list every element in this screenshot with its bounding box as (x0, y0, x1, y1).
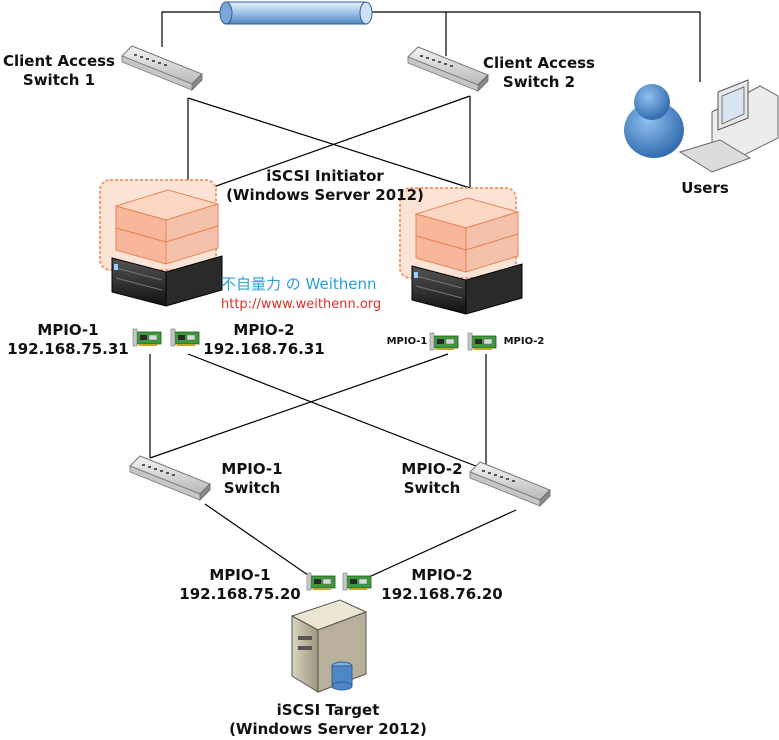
mpio2-switch-line1: MPIO-2 (401, 460, 463, 478)
mpio1-switch-line2: Switch (223, 479, 281, 497)
initiator-line2: (Windows Server 2012) (226, 186, 424, 204)
watermark-url: http://www.weithenn.org (221, 297, 382, 312)
client-switch-1-line2: Switch 1 (22, 71, 96, 89)
client-switch-2-line2: Switch 2 (502, 73, 576, 91)
iscsi-target-server (290, 599, 368, 693)
target-mpio-2-label: MPIO-2 192.168.76.20 (372, 566, 512, 604)
users-icon (624, 79, 779, 173)
initiator-2-nic-mpio-1 (429, 332, 459, 351)
mpio-2-switch (469, 461, 551, 507)
target-nic1-ip: 192.168.75.20 (179, 585, 301, 603)
initiator-server-2 (399, 187, 523, 315)
client-access-switch-1-label: Client Access Switch 1 (0, 52, 118, 90)
iscsi-initiator-label: iSCSI Initiator (Windows Server 2012) (210, 167, 440, 205)
client-access-switch-2 (407, 46, 489, 92)
network-backbone (219, 1, 373, 25)
init1-nic2-ip: 192.168.76.31 (203, 340, 325, 358)
target-nic1-name: MPIO-1 (209, 566, 271, 584)
initiator-2-mpio-1-label: MPIO-1 (386, 336, 428, 347)
mpio-2-switch-label: MPIO-2 Switch (392, 460, 472, 498)
initiator-1-mpio-2-label: MPIO-2 192.168.76.31 (196, 321, 332, 359)
client-switch-2-line1: Client Access (483, 54, 595, 72)
init1-nic2-name: MPIO-2 (233, 321, 295, 339)
target-line1: iSCSI Target (276, 701, 380, 719)
connection-lines (149, 11, 701, 583)
target-nic-mpio-1 (306, 572, 336, 591)
target-nic-mpio-2 (342, 572, 372, 591)
client-switch-1-line1: Client Access (3, 52, 115, 70)
users-label: Users (681, 179, 729, 197)
watermark-title: 不自量力 の Weithenn (221, 275, 377, 293)
target-mpio-1-label: MPIO-1 192.168.75.20 (170, 566, 310, 604)
mpio2-switch-line2: Switch (403, 479, 461, 497)
initiator-1-mpio-1-label: MPIO-1 192.168.75.31 (0, 321, 136, 359)
target-nic2-name: MPIO-2 (411, 566, 473, 584)
initiator-2-nic-mpio-2 (467, 332, 497, 351)
iscsi-target-label: iSCSI Target (Windows Server 2012) (210, 701, 446, 739)
client-access-switch-1 (121, 45, 203, 91)
mpio-1-switch-label: MPIO-1 Switch (212, 460, 292, 498)
initiator-server-1 (99, 179, 223, 307)
init1-nic1-name: MPIO-1 (37, 321, 99, 339)
client-access-switch-2-label: Client Access Switch 2 (478, 54, 600, 92)
mpio1-switch-line1: MPIO-1 (221, 460, 283, 478)
initiator-1-nic-mpio-2 (170, 328, 200, 347)
init1-nic1-ip: 192.168.75.31 (7, 340, 129, 358)
target-line2: (Windows Server 2012) (229, 720, 427, 738)
initiator-2-mpio-2-label: MPIO-2 (503, 336, 545, 347)
initiator-1-nic-mpio-1 (132, 328, 162, 347)
mpio-1-switch (129, 455, 211, 501)
initiator-line1: iSCSI Initiator (266, 167, 384, 185)
target-nic2-ip: 192.168.76.20 (381, 585, 503, 603)
